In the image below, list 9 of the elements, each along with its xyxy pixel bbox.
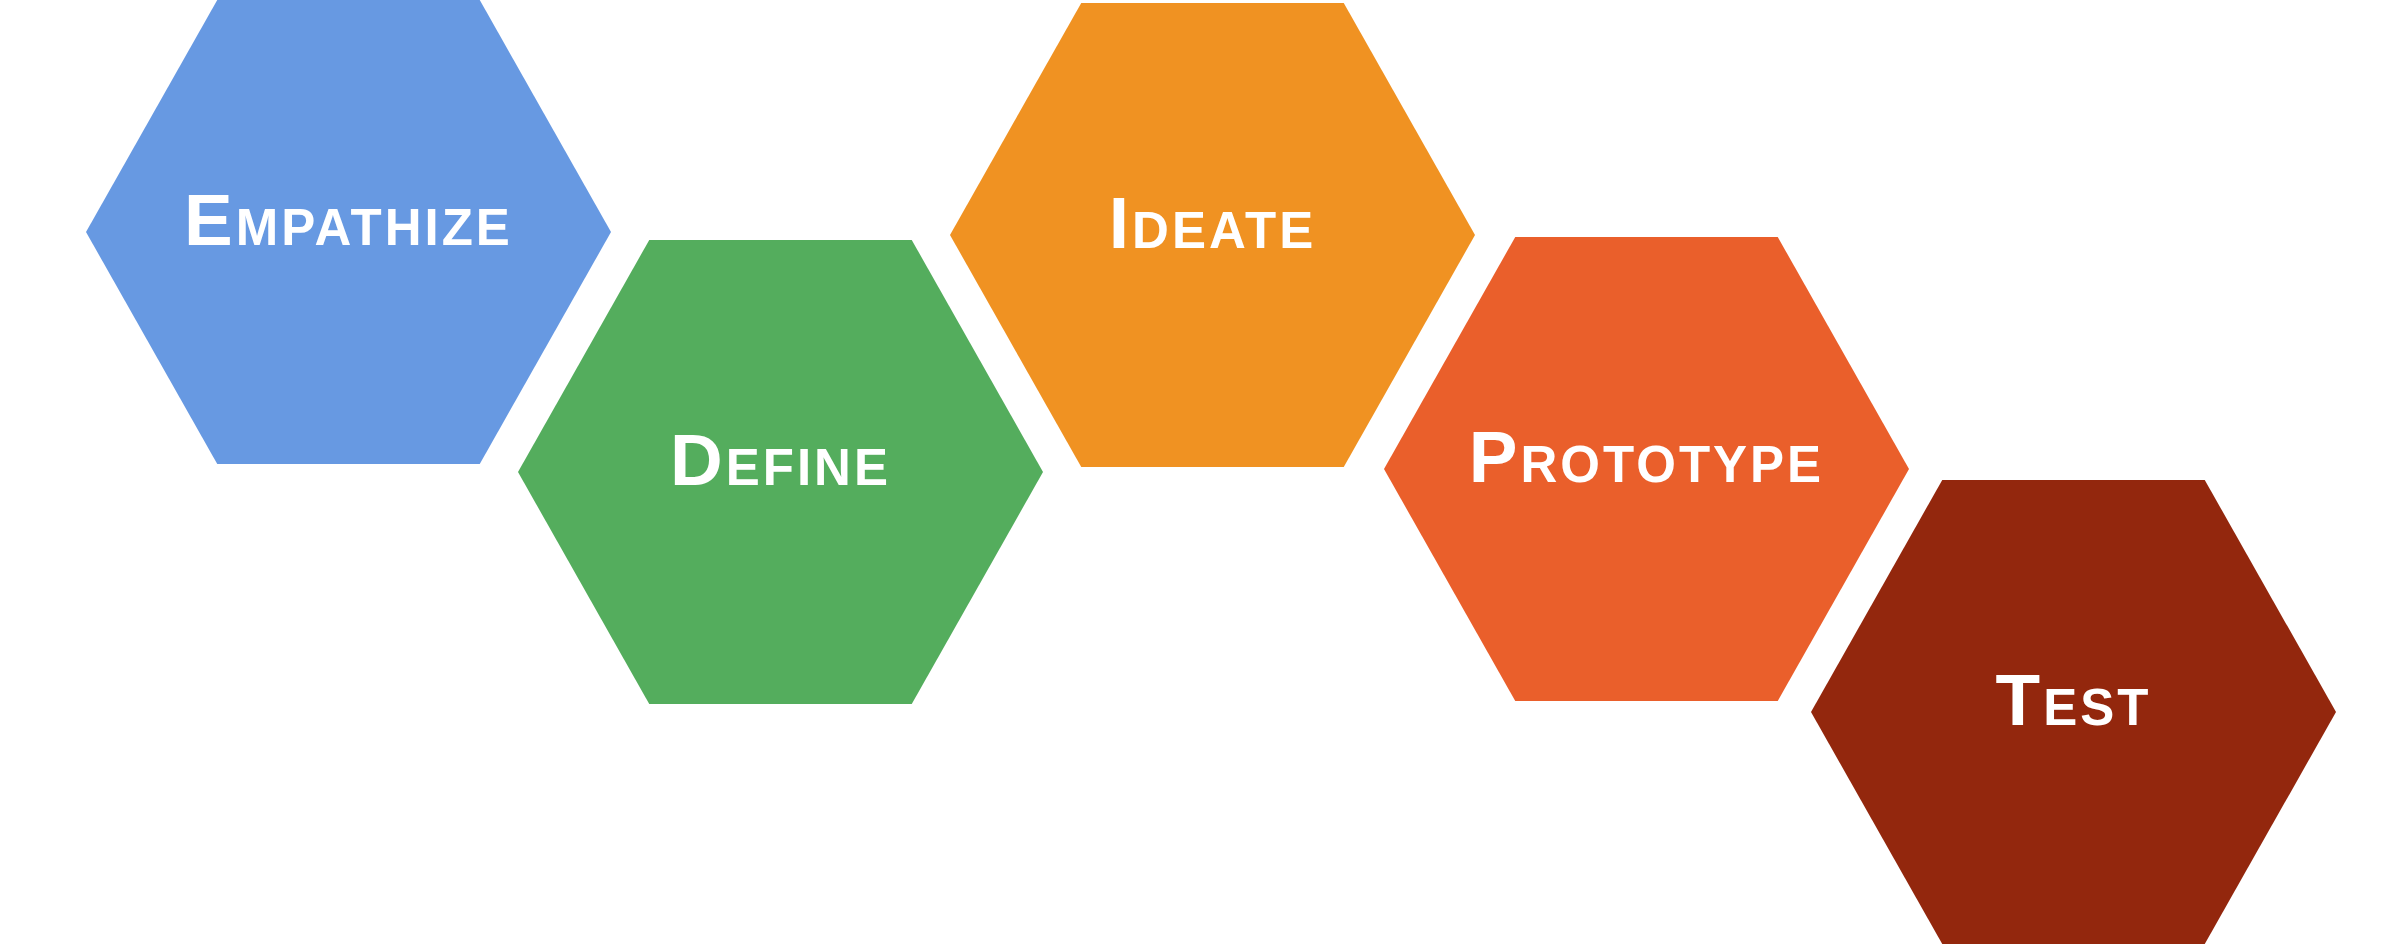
hexagon <box>518 240 1043 704</box>
stage-title: Prototype <box>1468 419 1825 493</box>
hexagon <box>1384 237 1909 701</box>
stage-title: Define <box>670 422 891 496</box>
stage-title: Empathize <box>184 182 513 256</box>
hexagon <box>86 0 611 464</box>
stage-title: Test <box>1995 662 2152 736</box>
hexagon <box>950 3 1475 467</box>
stage-title: Ideate <box>1108 185 1317 259</box>
